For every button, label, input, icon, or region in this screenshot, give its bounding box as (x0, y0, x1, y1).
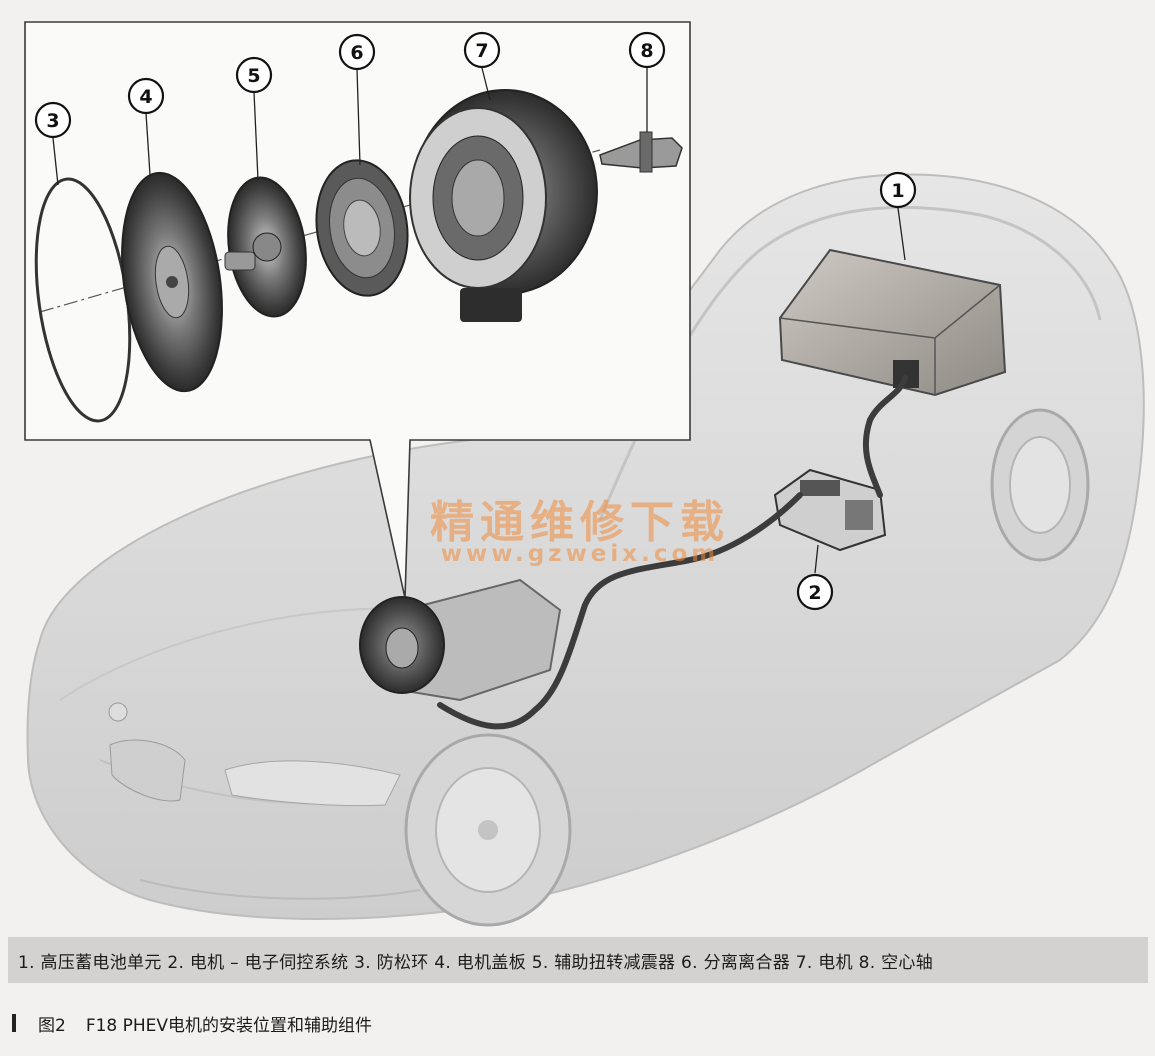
callout-4: 4 (127, 77, 165, 115)
installed-motor-transmission (359, 578, 562, 702)
figure-caption: 图2 F18 PHEV电机的安装位置和辅助组件 (12, 1008, 372, 1038)
hollow-shaft (599, 131, 683, 173)
hv-battery (778, 248, 1007, 397)
figure-number: 图2 (38, 1015, 66, 1036)
callout-2: 2 (796, 573, 834, 611)
svg-text:7: 7 (475, 40, 488, 62)
callout-6: 6 (338, 33, 376, 71)
legend-bar: 1. 高压蓄电池单元 2. 电机 – 电子伺控系统 3. 防松环 4. 电机盖板… (8, 937, 1148, 983)
caption-marker (12, 1014, 16, 1032)
svg-text:8: 8 (640, 40, 653, 62)
electric-motor (409, 89, 598, 322)
torsional-damper (224, 176, 307, 318)
watermark-url: www.gzweix.com (440, 541, 720, 567)
svg-text:2: 2 (808, 582, 821, 604)
callout-3: 3 (34, 101, 72, 139)
leader-lines (52, 67, 906, 574)
svg-text:3: 3 (46, 110, 59, 132)
motor-cover-plate (121, 171, 223, 393)
motor-electronics (773, 468, 887, 552)
front-wheel (404, 733, 572, 927)
callout-5: 5 (235, 56, 273, 94)
svg-text:6: 6 (350, 42, 363, 64)
watermark-text: 精通维修下载 (430, 497, 730, 548)
legend-text: 1. 高压蓄电池单元 2. 电机 – 电子伺控系统 3. 防松环 4. 电机盖板… (18, 952, 934, 973)
svg-text:1: 1 (891, 180, 904, 202)
callout-1: 1 (879, 171, 917, 209)
callout-7: 7 (463, 31, 501, 69)
hv-cable (437, 375, 908, 730)
separation-clutch (315, 159, 409, 297)
callout-8: 8 (628, 31, 666, 69)
rear-wheel (990, 408, 1090, 562)
svg-text:4: 4 (139, 86, 152, 108)
figure-title: F18 PHEV电机的安装位置和辅助组件 (85, 1015, 373, 1036)
svg-text:5: 5 (247, 65, 260, 87)
